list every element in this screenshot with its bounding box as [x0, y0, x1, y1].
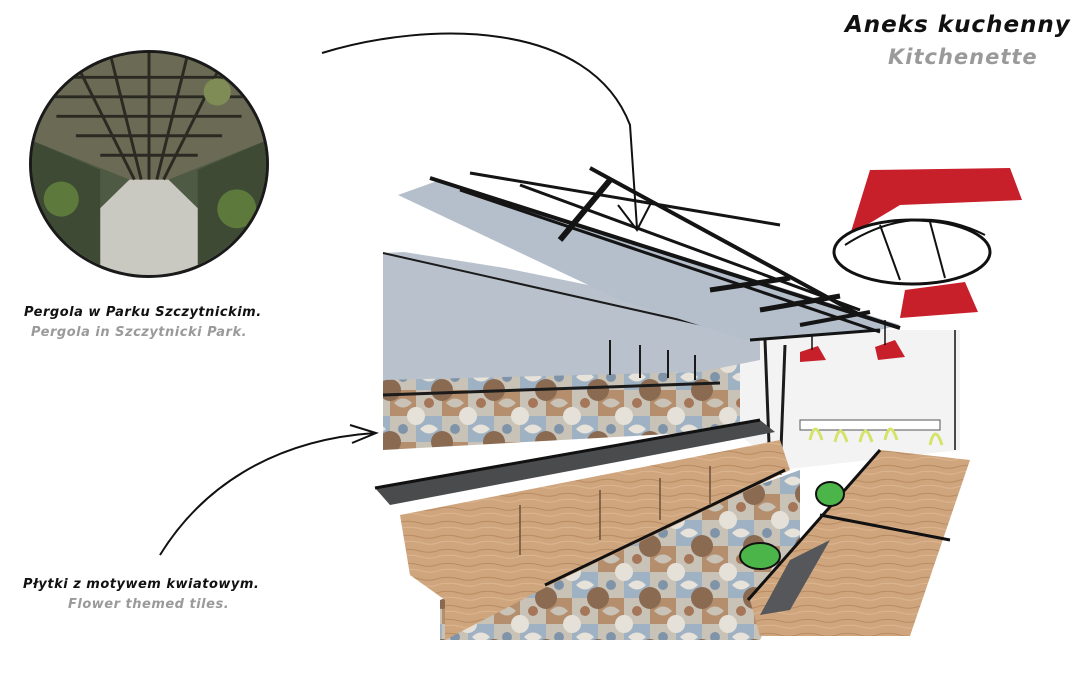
page-subtitle: Kitchenette — [888, 45, 1038, 69]
page-title: Aneks kuchenny — [845, 12, 1071, 38]
pergola-photo — [29, 50, 269, 278]
tiles-caption-en: Flower themed tiles. — [68, 597, 230, 612]
curved-arrow-icon — [321, 32, 653, 232]
tiles-caption-pl: Płytki z motywem kwiatowym. — [23, 577, 260, 592]
pergola-caption-en: Pergola in Szczytnicki Park. — [31, 325, 248, 340]
curved-arrow-icon — [159, 424, 379, 556]
pergola-caption-pl: Pergola w Parku Szczytnickim. — [24, 305, 262, 320]
